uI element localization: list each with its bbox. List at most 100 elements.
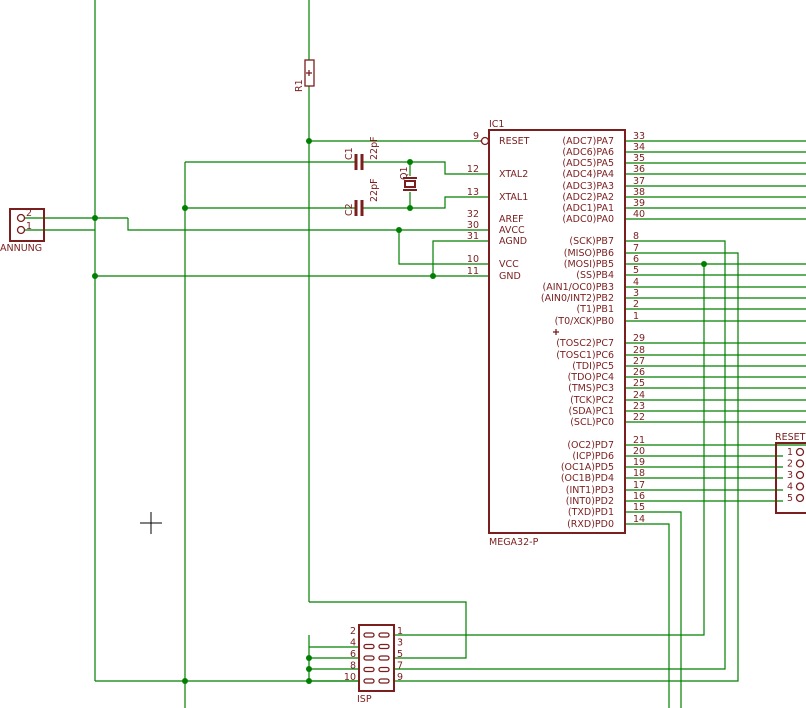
- junction-dot: [701, 261, 707, 267]
- crystal-q1[interactable]: Q1: [399, 166, 417, 191]
- connector-pin-number: 1: [787, 447, 793, 458]
- wire-xtal1-b: [362, 196, 489, 209]
- ic-pin-label: (TXD)PD1: [568, 507, 614, 518]
- wire-pd1: [625, 511, 682, 708]
- isp-pin-pad: [363, 632, 375, 638]
- isp-pin-pad: [363, 678, 375, 684]
- isp-pin-pad: [378, 655, 390, 661]
- power-connector[interactable]: 2 1 ANNUNG: [0, 208, 45, 254]
- resistor-ref: R1: [294, 79, 305, 92]
- ic-pin-number: 26: [633, 367, 645, 378]
- ic-ref: IC1: [489, 119, 504, 130]
- capacitor-c1[interactable]: C1 22pF: [344, 136, 380, 170]
- isp-pin-number: 2: [350, 626, 356, 637]
- isp-pin-number: 6: [350, 649, 356, 660]
- wire-pd0: [625, 523, 670, 708]
- ic-pin-number: 22: [633, 412, 645, 423]
- junction-dot: [92, 215, 98, 221]
- wire-pb5-isp: [394, 264, 705, 636]
- isp-pin-number: 9: [397, 672, 403, 683]
- connector-pin-circle: [795, 470, 805, 480]
- ic-pin-number: 25: [633, 378, 645, 389]
- wire-avcc-vcc: [398, 230, 489, 265]
- ic-pin-number: 18: [633, 468, 645, 479]
- junction-dot: [182, 678, 188, 684]
- ic-pin-number: 19: [633, 457, 645, 468]
- connector-pin-number: 5: [787, 493, 793, 504]
- ic-pin-label: (ADC7)PA7: [562, 136, 614, 147]
- capacitor-value: 22pF: [369, 178, 380, 202]
- ic-pin-label: AVCC: [499, 225, 525, 236]
- ic-pin-label: (ADC2)PA2: [562, 192, 614, 203]
- ic-pin-label: (SCK)PB7: [569, 236, 614, 247]
- ic-pin-label: (MISO)PB6: [564, 248, 614, 259]
- ic-pin-number: 9: [473, 131, 479, 142]
- ic-pin-label: (SS)PB4: [576, 270, 614, 281]
- ic-pin-number: 33: [633, 131, 645, 142]
- ic-name: MEGA32-P: [489, 537, 539, 548]
- ic-pin-number: 14: [633, 514, 645, 525]
- wire-agnd: [432, 240, 489, 276]
- ic-pin-label: AGND: [499, 236, 527, 247]
- isp-pin-number: 8: [350, 661, 356, 672]
- ic-pin-label: (SCL)PC0: [570, 417, 614, 428]
- ic-pin-number: 17: [633, 480, 645, 491]
- connector-pin-circle: [16, 213, 26, 223]
- ic-pin-number: 27: [633, 356, 645, 367]
- reset-connector-label: RESET: [775, 432, 806, 443]
- ic-pin-label: (TOSC1)PC6: [556, 350, 614, 361]
- ic-pin-label: (ICP)PD6: [572, 451, 614, 462]
- ic-pin-number: 21: [633, 435, 645, 446]
- ic-pin-label: XTAL1: [499, 192, 528, 203]
- ic-pin-number: 11: [467, 266, 479, 277]
- ic-pin-label: (TMS)PC3: [568, 383, 614, 394]
- junction-dot: [306, 666, 312, 672]
- ic-pin-number: 24: [633, 390, 645, 401]
- ic-pin-number: 36: [633, 164, 645, 175]
- junction-dot: [407, 205, 413, 211]
- junction-dot: [92, 273, 98, 279]
- ic-pin-number: 31: [467, 231, 479, 242]
- wire-layer: [25, 0, 806, 708]
- crystal-ref: Q1: [399, 166, 410, 180]
- ic-pin-label: (ADC6)PA6: [562, 147, 614, 158]
- wire-conn-pin2-route: [127, 218, 489, 231]
- ic-pin-label: (RXD)PD0: [567, 519, 614, 530]
- ic-pin-number: 35: [633, 153, 645, 164]
- ic-pin-number: 13: [467, 187, 479, 198]
- isp-pin-pad: [363, 655, 375, 661]
- junction-dot: [306, 655, 312, 661]
- resistor-r1[interactable]: R1: [294, 59, 315, 92]
- crosshair-cursor-icon: [140, 512, 162, 534]
- ic-pin-number: 5: [633, 265, 639, 276]
- isp-pin-pad: [378, 666, 390, 673]
- ic-pin-label: (T0/XCK)PB0: [555, 316, 614, 327]
- wire-pb7: [394, 240, 726, 670]
- ic-pin-number: 15: [633, 502, 645, 513]
- ic-pin-number: 16: [633, 491, 645, 502]
- power-connector-label: ANNUNG: [0, 243, 42, 254]
- ic-pin-label: (ADC4)PA4: [562, 169, 614, 180]
- capacitor-c2[interactable]: C2 22pF: [344, 178, 380, 216]
- isp-pin-number: 3: [397, 638, 403, 649]
- ic-pin-label: (INT1)PD3: [566, 485, 614, 496]
- junction-layer: [92, 138, 707, 684]
- ic-pin-number: 34: [633, 142, 645, 153]
- wire-isp-reset: [309, 601, 467, 659]
- ic-pin-number: 32: [467, 209, 479, 220]
- connector-pin-circle: [795, 459, 805, 468]
- junction-dot: [396, 227, 402, 233]
- junction-dot: [430, 273, 436, 279]
- ic-pin-label: (MOSI)PB5: [564, 259, 614, 270]
- ic-pin-label: (TDO)PC4: [568, 372, 614, 383]
- junction-dot: [306, 138, 312, 144]
- ic-pin-number: 7: [633, 243, 639, 254]
- ic-pin-number: 4: [633, 277, 639, 288]
- ic-pin-number: 38: [633, 187, 645, 198]
- ic-pin-number: 29: [633, 333, 645, 344]
